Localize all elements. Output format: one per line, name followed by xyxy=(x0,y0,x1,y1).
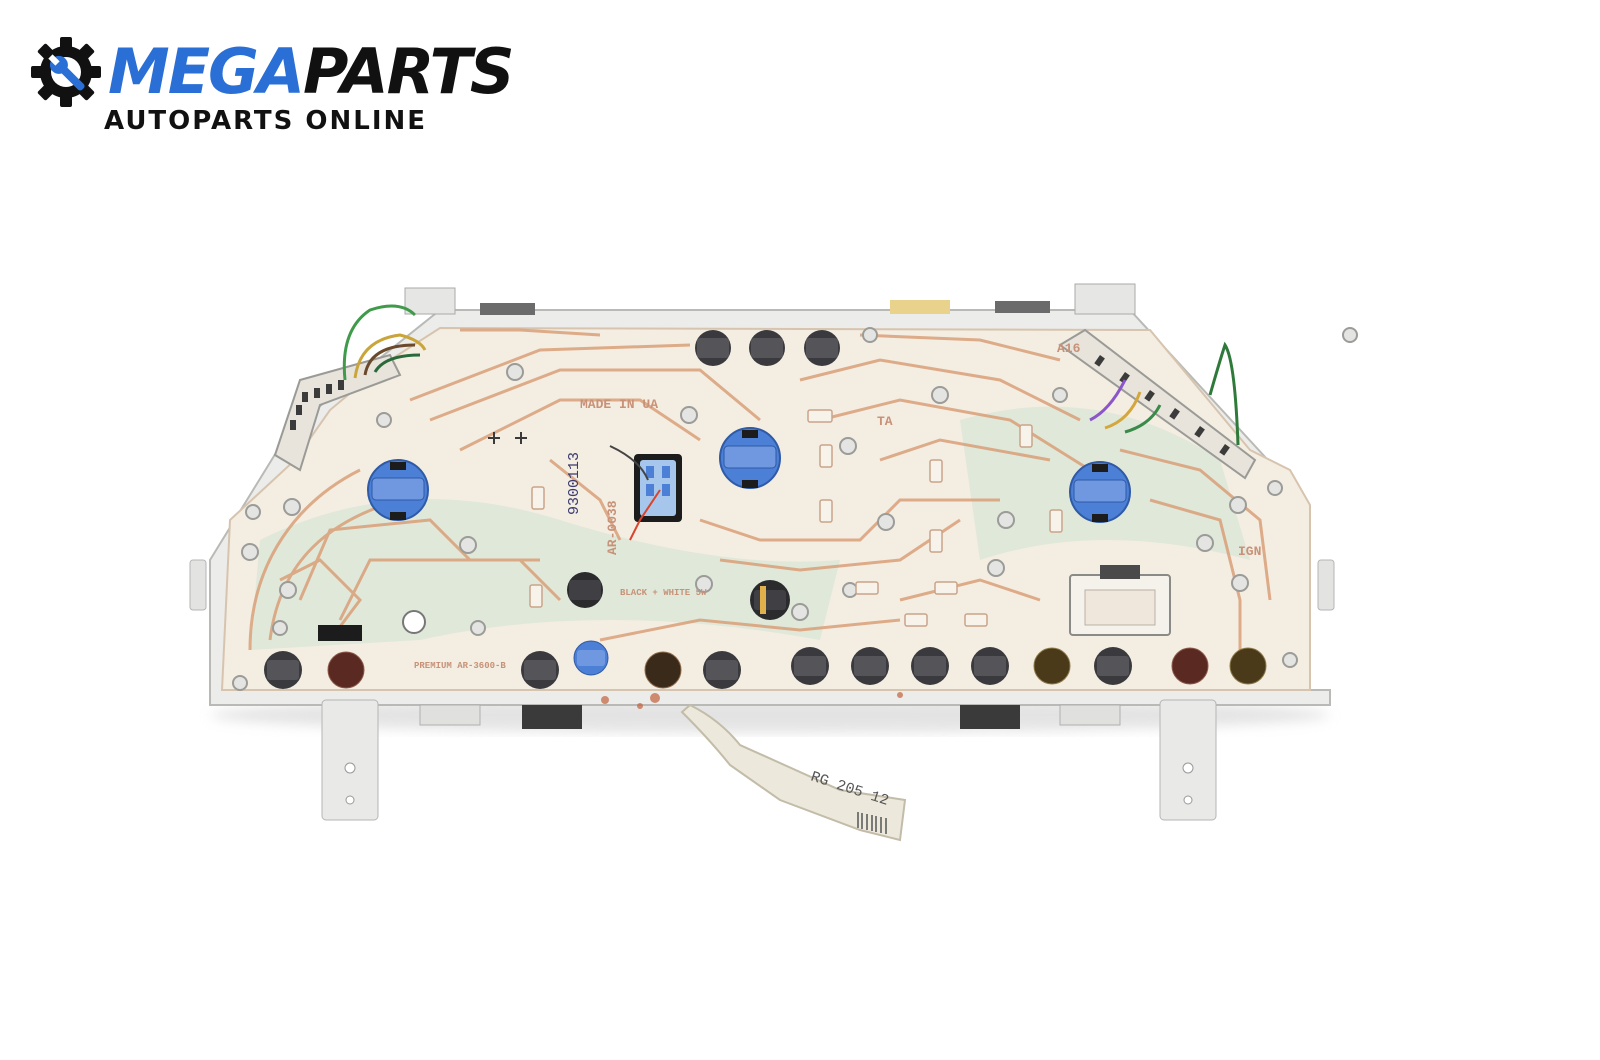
blue-bulb-small xyxy=(573,640,609,676)
bulb-holders-top xyxy=(695,330,840,366)
blue-socket-left xyxy=(367,459,429,521)
right-wire-connector xyxy=(1058,328,1257,480)
brand-tagline: AUTOPARTS ONLINE xyxy=(104,106,428,136)
side-clip-right xyxy=(1317,559,1335,611)
cross-marks xyxy=(488,432,527,444)
pcb-label-black-white: BLACK + WHITE 5W xyxy=(620,588,707,598)
brand-name: MEGAPARTS xyxy=(108,32,515,112)
center-connector xyxy=(609,445,682,541)
smd-pads xyxy=(529,409,1063,627)
gear-wrench-icon xyxy=(31,37,101,107)
pcb-label-ign: IGN xyxy=(1238,544,1261,559)
bulb-holders-bottom-row xyxy=(264,647,1267,689)
pcb-label-made-in: MADE IN UA xyxy=(580,397,658,412)
bulb-holders-middle xyxy=(567,572,790,620)
pcb-rivets xyxy=(232,327,1358,691)
bottom-housing-details xyxy=(419,704,1121,729)
lower-left-hole xyxy=(402,610,426,634)
blue-socket-center xyxy=(719,427,781,489)
mount-bracket-right xyxy=(1159,699,1217,821)
side-clip-left xyxy=(189,559,207,611)
rust-stain xyxy=(601,692,903,709)
copper-traces xyxy=(248,328,1272,660)
brand-logo: MEGAPARTS AUTOPARTS ONLINE xyxy=(30,30,515,145)
pcb-label-a16: A16 xyxy=(1057,341,1081,356)
lower-right-connector xyxy=(1069,565,1171,636)
pcb-code-ar: AR-0038 xyxy=(605,500,620,555)
pcb-label-premium: PREMIUM AR-3600-B xyxy=(414,661,506,671)
brand-name-parts: PARTS xyxy=(302,35,515,108)
left-wire-connector xyxy=(273,304,427,472)
pcb-code-vertical: 9300113 xyxy=(566,452,583,515)
brand-name-mega: MEGA xyxy=(108,35,305,108)
lower-left-slot xyxy=(318,625,362,641)
top-tabs xyxy=(404,283,1136,315)
blue-socket-right xyxy=(1069,461,1131,523)
pcb-label-ta: TA xyxy=(877,414,893,429)
blue-gauge-sockets xyxy=(367,427,1131,676)
mount-bracket-left xyxy=(321,699,379,821)
